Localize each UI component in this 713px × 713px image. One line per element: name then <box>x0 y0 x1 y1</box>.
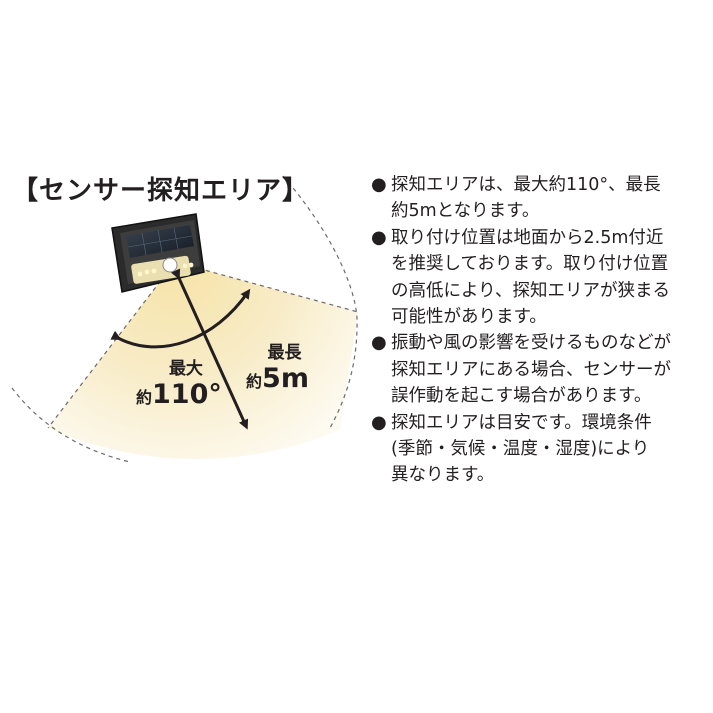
note-line: 振動や風の影響を受けるものなどが <box>391 333 671 354</box>
note-text: 取り付け位置は地面から2.5m付近 を推奨しております。取り付け位置 の高低によ… <box>391 225 701 331</box>
section-heading: 【センサー探知エリア】 <box>12 176 310 206</box>
note-line: (季節・気候・温度・湿度)により <box>391 439 650 460</box>
distance-label: 最長 約5m <box>246 338 309 394</box>
note-text: 探知エリアは、最大約110°、最長 約5mとなります。 <box>391 172 701 225</box>
notes-list: ● 探知エリアは、最大約110°、最長 約5mとなります。 ● 取り付け位置は地… <box>371 172 701 489</box>
distance-label-value: 5 <box>262 363 281 394</box>
distance-label-prefix: 約 <box>246 372 263 391</box>
bullet-icon: ● <box>371 411 387 433</box>
bullet-icon: ● <box>371 226 387 248</box>
angle-label-prefix: 約 <box>136 388 153 407</box>
note-item: ● 振動や風の影響を受けるものなどが 探知エリアにある場合、センサーが 誤作動を… <box>371 330 701 409</box>
detection-boundary-arc-right <box>282 175 358 429</box>
angle-label-value: 110 <box>152 379 209 410</box>
bullet-icon: ● <box>371 174 387 195</box>
note-item: ● 探知エリアは目安です。環境条件 (季節・気候・温度・湿度)により 異なります… <box>371 410 701 489</box>
note-line: 約5mとなります。 <box>391 201 540 222</box>
angle-label-title: 最大 <box>168 359 203 379</box>
distance-label-unit: m <box>280 363 309 394</box>
note-text: 振動や風の影響を受けるものなどが 探知エリアにある場合、センサーが 誤作動を起こ… <box>391 330 701 409</box>
note-text: 探知エリアは目安です。環境条件 (季節・気候・温度・湿度)により 異なります。 <box>391 410 701 489</box>
note-item: ● 探知エリアは、最大約110°、最長 約5mとなります。 <box>371 172 701 225</box>
note-line: 探知エリアは、最大約110°、最長 <box>391 175 661 195</box>
note-item: ● 取り付け位置は地面から2.5m付近 を推奨しております。取り付け位置 の高低… <box>371 225 701 331</box>
note-line: 誤作動を起こす場合があります。 <box>391 386 652 407</box>
note-line: 可能性があります。 <box>391 307 547 328</box>
note-line: 探知エリアにある場合、センサーが <box>391 359 671 380</box>
note-line: の高低により、探知エリアが狭まる <box>391 280 670 301</box>
distance-label-title: 最長 <box>267 343 302 363</box>
angle-label-value-row: 約110° <box>136 379 222 410</box>
distance-label-value-row: 約5m <box>246 363 309 394</box>
angle-label: 最大 約110° <box>136 354 222 410</box>
bullet-icon: ● <box>371 332 387 354</box>
double-arrow-icon <box>170 268 249 430</box>
note-line: 探知エリアは目安です。環境条件 <box>391 412 652 433</box>
note-line: 取り付け位置は地面から2.5m付近 <box>391 227 664 248</box>
note-line: 異なります。 <box>391 465 495 486</box>
angle-label-unit: ° <box>208 379 222 410</box>
note-line: を推奨しております。取り付け位置 <box>391 254 669 275</box>
